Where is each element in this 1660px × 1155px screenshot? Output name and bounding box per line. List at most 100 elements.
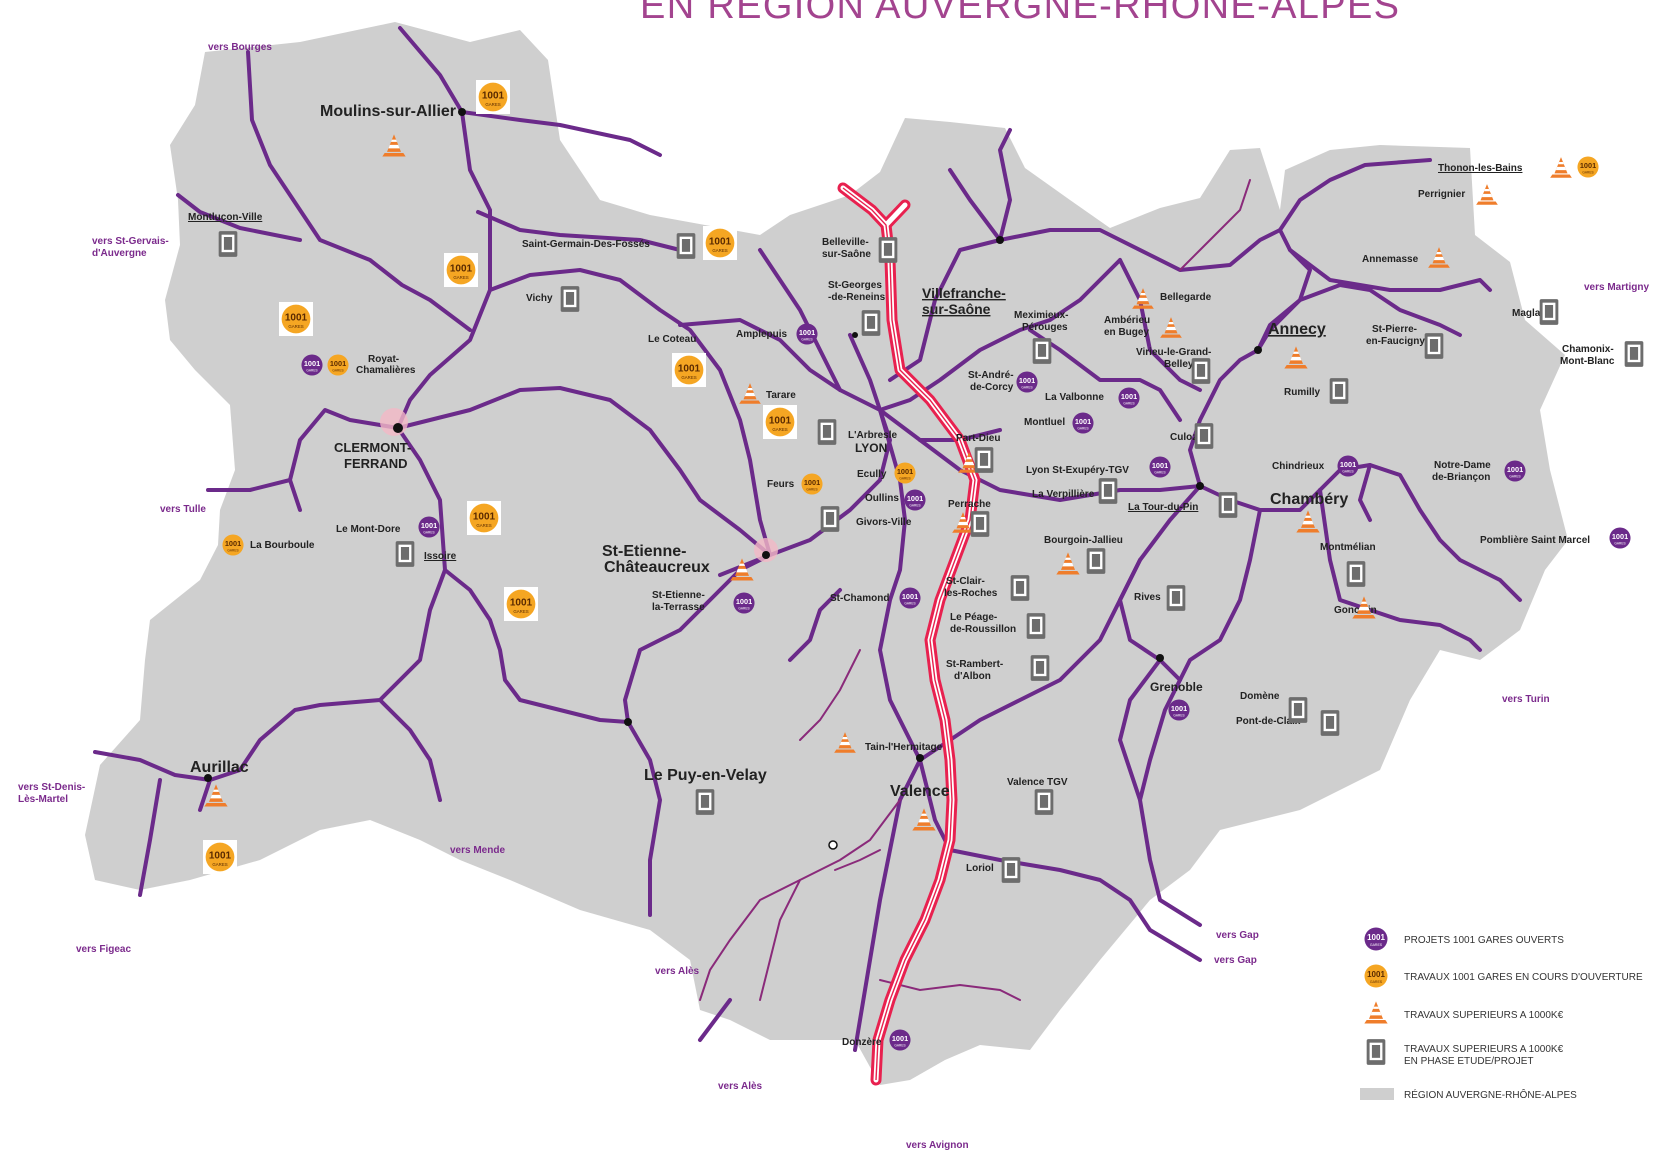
- stetienne-highlight: [754, 538, 778, 562]
- station-labels: Montluçon-Ville Saint-Germain-Des-Fossés…: [188, 163, 1615, 1048]
- tgv-line: [837, 182, 981, 1086]
- ext-label-tulle: vers Tulle: [160, 504, 206, 515]
- gare-works-icon: [467, 501, 501, 535]
- station-label-royat: Royat-: [368, 354, 399, 365]
- legend-label-study: TRAVAUX SUPERIEURS A 1000K€: [1404, 1044, 1564, 1055]
- station-label-rives: Rives: [1134, 592, 1161, 603]
- ext-label-stgervais-2: d'Auvergne: [92, 248, 147, 259]
- station-label-chamonix-2: Mont-Blanc: [1560, 356, 1615, 367]
- station-label-stpierre: St-Pierre-: [1372, 324, 1417, 335]
- legend-label-region: RÉGION AUVERGNE-RHÔNE-ALPES: [1404, 1088, 1577, 1101]
- station-label-partdieu: Part-Dieu: [956, 433, 1000, 444]
- city-labels: Moulins-sur-Allier CLERMONT- FERRAND Aur…: [190, 103, 1348, 800]
- station-label-perrache: Perrache: [948, 499, 991, 510]
- station-label-stexupery: Lyon St-Exupéry-TGV: [1026, 465, 1129, 476]
- station-label-oullins: Oullins: [865, 493, 899, 504]
- gare-works-icon: [203, 840, 237, 874]
- station-label-valencetgv: Valence TGV: [1007, 777, 1068, 788]
- ext-label-figeac: vers Figeac: [76, 944, 131, 955]
- study-phone-icon: [1366, 1039, 1386, 1065]
- study-phone-icon: [1424, 333, 1444, 359]
- station-label-meximieux: Meximieux-: [1014, 310, 1068, 321]
- station-label-givors: Givors-Ville: [856, 517, 912, 528]
- station-label-donzere: Donzère: [842, 1037, 882, 1048]
- study-phone-icon: [1218, 492, 1238, 518]
- ext-label-stdenis: vers St-Denis-: [18, 782, 85, 793]
- external-labels: vers Bourges vers St-Gervais- d'Auvergne…: [18, 42, 1649, 1151]
- station-label-montlucon: Montluçon-Ville: [188, 212, 263, 223]
- station-label-bellegarde: Bellegarde: [1160, 292, 1212, 303]
- ext-label-martigny: vers Martigny: [1584, 282, 1649, 293]
- ext-label-mende: vers Mende: [450, 845, 505, 856]
- gare-open-icon: [1118, 387, 1140, 409]
- station-label-annemasse: Annemasse: [1362, 254, 1419, 265]
- study-phone-icon: [820, 506, 840, 532]
- city-label-lepuy: Le Puy-en-Velay: [644, 767, 767, 784]
- station-label-peage-2: de-Roussillon: [950, 624, 1016, 635]
- gare-open-icon: [1364, 927, 1388, 951]
- station-label-issoire: Issoire: [424, 551, 457, 562]
- station-label-lavalbonne: La Valbonne: [1045, 392, 1104, 403]
- station-label-feurs: Feurs: [767, 479, 795, 490]
- study-phone-icon: [1001, 857, 1021, 883]
- gare-works-icon: [801, 473, 823, 495]
- study-phone-icon: [1034, 789, 1054, 815]
- station-label-tain: Tain-l'Hermitage: [865, 742, 943, 753]
- study-phone-icon: [1010, 575, 1030, 601]
- clermont-highlight: [380, 408, 408, 436]
- station-label-meximieux-2: Pérouges: [1022, 322, 1068, 333]
- city-label-aurillac: Aurillac: [190, 759, 249, 776]
- city-label-villefranche-2: sur-Saône: [922, 301, 991, 317]
- gare-open-icon: [1609, 527, 1631, 549]
- gare-open-icon: [899, 587, 921, 609]
- gare-works-icon: [763, 405, 797, 439]
- gare-works-icon: [672, 353, 706, 387]
- station-label-amplepuis: Amplepuis: [736, 329, 788, 340]
- station-label-goncelin: Goncelin: [1334, 605, 1377, 616]
- station-label-rumilly: Rumilly: [1284, 387, 1321, 398]
- study-phone-icon: [560, 286, 580, 312]
- study-phone-icon: [695, 789, 715, 815]
- gare-open-icon: [418, 516, 440, 538]
- station-label-peage: Le Péage-: [950, 612, 997, 623]
- station-label-belleville: Belleville-: [822, 237, 869, 248]
- ext-label-ales-1: vers Alès: [655, 966, 700, 977]
- study-phone-icon: [970, 511, 990, 537]
- works-badges: [203, 80, 1599, 874]
- station-label-pombliere: Pomblière Saint Marcel: [1480, 535, 1590, 546]
- study-phone-icon: [395, 541, 415, 567]
- study-phone-icon: [1539, 299, 1559, 325]
- legend-label-open: PROJETS 1001 GARES OUVERTS: [1404, 935, 1564, 946]
- city-label-villefranche: Villefranche-: [922, 285, 1006, 301]
- traffic-cone-icon: [1550, 157, 1572, 178]
- study-phone-icon: [1030, 655, 1050, 681]
- gare-open-icon: [1072, 412, 1094, 434]
- gare-works-icon: [279, 302, 313, 336]
- gare-works-icon: [476, 80, 510, 114]
- ext-label-bourges: vers Bourges: [208, 42, 272, 53]
- station-label-tarare: Tarare: [766, 390, 796, 401]
- station-label-amberieu: Ambérieu: [1104, 315, 1150, 326]
- station-label-bourgoin: Bourgoin-Jallieu: [1044, 535, 1123, 546]
- study-phone-icon: [1086, 548, 1106, 574]
- station-label-vichy: Vichy: [526, 293, 553, 304]
- study-phone-icon: [861, 310, 881, 336]
- study-phone-icon: [878, 237, 898, 263]
- city-label-stetienne-2: Châteaucreux: [604, 559, 710, 576]
- station-label-magland: Magland: [1512, 308, 1553, 319]
- gare-open-icon: [1149, 456, 1171, 478]
- region-shape: [85, 22, 1568, 1085]
- ext-label-ales-2: vers Alès: [718, 1081, 763, 1092]
- study-phone-icon: [1288, 697, 1308, 723]
- station-label-loriol: Loriol: [966, 863, 994, 874]
- gare-open-icon: [1337, 455, 1359, 477]
- station-label-chindrieux: Chindrieux: [1272, 461, 1325, 472]
- ext-label-stdenis-2: Lès-Martel: [18, 794, 68, 805]
- station-label-ecully: Ecully: [857, 469, 887, 480]
- gare-open-icon: [1016, 371, 1038, 393]
- ext-label-gap-1: vers Gap: [1216, 930, 1259, 941]
- gare-works-icon: [1577, 156, 1599, 178]
- gare-works-icon: [444, 253, 478, 287]
- station-label-standre-2: de-Corcy: [970, 382, 1014, 393]
- station-label-belleville-2: sur-Saône: [822, 249, 871, 260]
